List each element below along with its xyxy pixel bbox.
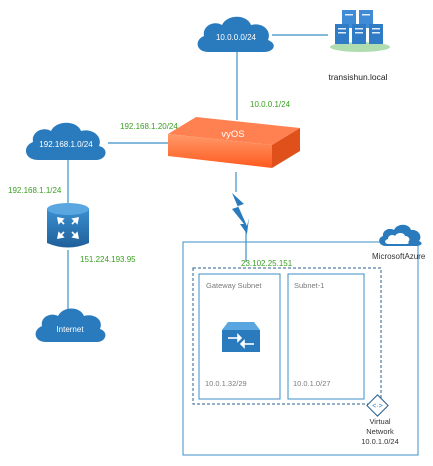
router-icon <box>47 203 89 248</box>
router-top-ip: 192.168.1.1/24 <box>8 186 62 195</box>
internet-label: Internet <box>56 325 84 334</box>
virtual-network-icon: <·> <box>366 394 389 417</box>
subnet1-title: Subnet-1 <box>294 281 324 290</box>
cloud-top-label: 10.0.0.0/24 <box>216 33 257 42</box>
vyos-left-ip: 192.168.1.20/24 <box>120 122 178 131</box>
cloud-192-168-1-0: 192.168.1.0/24 <box>25 122 106 160</box>
svg-text:<·>: <·> <box>372 403 383 410</box>
vyos-router-icon: vyOS <box>168 117 300 187</box>
server-label: transishun.local <box>328 72 387 82</box>
azure-region-box <box>182 241 419 456</box>
azure-label: MicrosoftAzure <box>372 252 426 261</box>
vyos-label: vyOS <box>221 129 244 140</box>
cloud-icon <box>25 122 106 160</box>
server-farm-icon <box>330 10 390 52</box>
connections <box>67 34 328 316</box>
gateway-subnet-title: Gateway Subnet <box>206 281 262 290</box>
lightning-icon <box>232 193 249 234</box>
azure-cloud-icon <box>379 224 422 246</box>
subnet1-box <box>287 273 365 400</box>
vnet-dashed-box <box>192 267 382 405</box>
azure-gateway-ip: 23.102.25.151 <box>241 259 293 268</box>
cloud-left-label: 192.168.1.0/24 <box>39 140 93 149</box>
cloud-icon <box>35 308 106 342</box>
gateway-subnet-cidr: 10.0.1.32/29 <box>205 379 247 388</box>
cloud-internet: Internet <box>35 308 106 342</box>
cloud-10-0-0-0: 10.0.0.0/24 <box>197 16 274 52</box>
vnet-label-line2: Network <box>366 427 394 436</box>
vnet-label-line1: Virtual <box>369 417 390 426</box>
vpn-gateway-icon <box>222 322 260 352</box>
link-labels: 10.0.0.1/24 192.168.1.20/24 192.168.1.1/… <box>8 100 293 268</box>
cloud-icon <box>197 16 274 52</box>
subnet1-cidr: 10.0.1.0/27 <box>293 379 331 388</box>
gateway-subnet-box <box>198 273 281 400</box>
router-public-ip: 151.224.193.95 <box>80 255 136 264</box>
vnet-cidr: 10.0.1.0/24 <box>361 437 399 446</box>
vyos-top-ip: 10.0.0.1/24 <box>250 100 291 109</box>
